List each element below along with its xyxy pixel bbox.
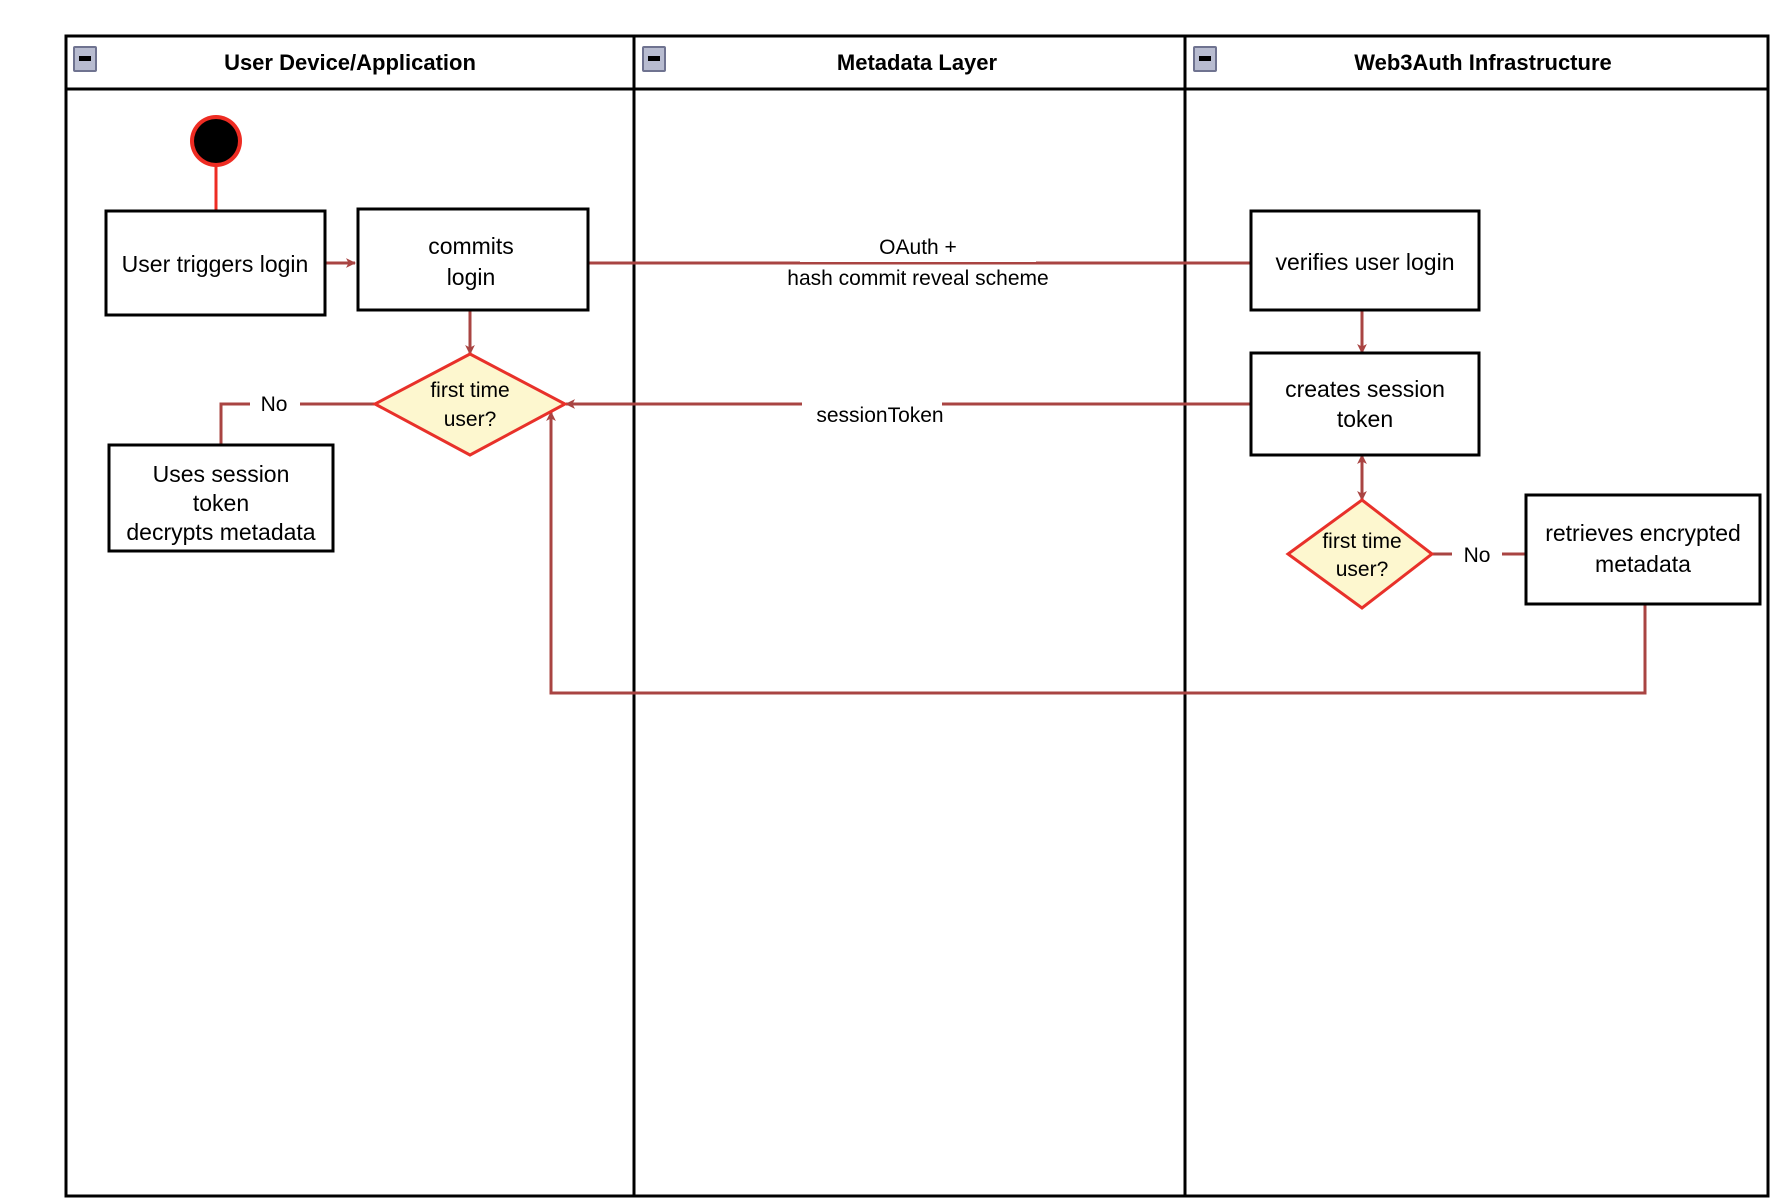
session-token-label: sessionToken <box>816 404 943 427</box>
no-label: No <box>1464 544 1491 567</box>
node-label-line1: creates session <box>1285 376 1445 402</box>
decision-label-line1: first time <box>430 379 509 402</box>
lane-header-metadata[interactable]: Metadata Layer <box>642 46 998 75</box>
node-box[interactable] <box>1524 493 1762 606</box>
decision-label-line2: user? <box>1336 558 1389 581</box>
oauth-label-line1: OAuth + <box>879 236 957 259</box>
label-backdrop <box>802 392 942 418</box>
node-user-triggers-login[interactable]: User triggers login <box>104 209 327 317</box>
edge-decision-left-no-to-uses-session <box>219 402 375 445</box>
oauth-label-line2: hash commit reveal scheme <box>787 267 1048 290</box>
collapse-minus-icon-bar <box>648 56 660 61</box>
node-label-line1: Uses session <box>153 461 290 487</box>
swimlane-frame <box>64 34 1770 1198</box>
node-label-line2: token <box>193 490 249 516</box>
decision-label-line1: first time <box>1322 530 1401 553</box>
node-box[interactable] <box>107 443 335 553</box>
node-box[interactable] <box>1249 351 1481 457</box>
node-label-line2: token <box>1337 406 1393 432</box>
node-box[interactable] <box>356 207 590 312</box>
decision-diamond[interactable] <box>1285 498 1435 610</box>
label-backdrop <box>1452 540 1502 568</box>
node-label: User triggers login <box>122 251 309 277</box>
node-verifies-user-login[interactable]: verifies user login <box>1249 209 1481 312</box>
decision-diamond[interactable] <box>371 352 569 457</box>
edge-retrieves-loopback-to-decision-left <box>546 411 1647 695</box>
edge-label-no-left: No <box>250 390 300 418</box>
node-commits-login[interactable]: commits login <box>356 207 590 312</box>
node-box[interactable] <box>1249 209 1481 312</box>
collapse-minus-icon-bar <box>79 56 91 61</box>
node-label-line2: login <box>447 264 496 290</box>
start-node-fill <box>194 119 238 163</box>
decision-label-line2: user? <box>444 408 497 431</box>
node-label-line2: metadata <box>1595 551 1691 577</box>
no-label: No <box>261 393 288 416</box>
lane-title-web3auth: Web3Auth Infrastructure <box>1354 50 1612 75</box>
lane-title-user-device: User Device/Application <box>224 50 476 75</box>
collapse-minus-icon-bar <box>1199 56 1211 61</box>
node-retrieves-encrypted-metadata[interactable]: retrieves encrypted metadata <box>1524 493 1762 606</box>
lane-title-metadata: Metadata Layer <box>837 50 998 75</box>
node-decision-first-time-user-right[interactable]: first time user? <box>1285 498 1435 610</box>
node-label-line3: decrypts metadata <box>126 519 315 545</box>
label-backdrop <box>250 390 300 418</box>
lane-header-web3auth[interactable]: Web3Auth Infrastructure <box>1193 46 1612 75</box>
node-creates-session-token[interactable]: creates session token <box>1249 351 1481 457</box>
edge-label-oauth: OAuth + hash commit reveal scheme <box>787 232 1049 290</box>
node-label-line1: retrieves encrypted <box>1545 520 1741 546</box>
node-uses-session-token[interactable]: Uses session token decrypts metadata <box>107 443 335 553</box>
label-backdrop <box>800 232 1036 262</box>
edge-label-no-right: No <box>1452 540 1502 568</box>
start-node <box>190 115 242 167</box>
edge-label-session-token: sessionToken <box>802 392 944 427</box>
node-box[interactable] <box>104 209 327 317</box>
node-label-line1: commits <box>428 233 514 259</box>
swimlane-outer-border <box>64 34 1770 1198</box>
lane-header-user-device[interactable]: User Device/Application <box>73 46 476 75</box>
node-label: verifies user login <box>1276 249 1455 275</box>
node-decision-first-time-user-left[interactable]: first time user? <box>371 352 569 457</box>
